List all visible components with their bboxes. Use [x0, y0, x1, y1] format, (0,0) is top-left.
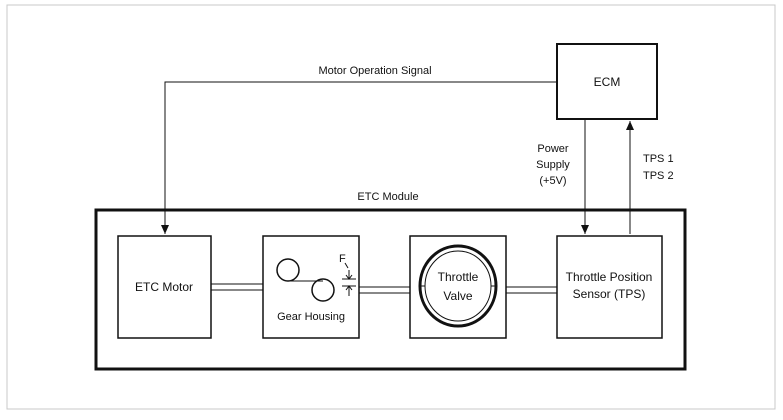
ecm-label: ECM — [594, 75, 621, 89]
etc-motor-box — [117, 235, 212, 339]
power-supply-label-line-1: Power — [537, 143, 569, 155]
motor-operation-signal-label: Motor Operation Signal — [318, 65, 431, 77]
power-supply-label-line-3: (+5V) — [539, 175, 566, 187]
motor-operation-signal-line — [161, 81, 557, 234]
gear-gap-arrow-down-icon — [345, 270, 353, 280]
etc-module-label: ETC Module — [357, 191, 418, 203]
tps-box-label-line-2: Sensor (TPS) — [573, 287, 646, 301]
throttle-valve-label-line-2: Valve — [443, 289, 472, 303]
etc-motor-label: ETC Motor — [135, 280, 193, 294]
driven-gear-icon — [311, 278, 335, 302]
throttle-bore-icon — [418, 244, 498, 328]
tps-signal-label-line-2: TPS 2 — [643, 170, 674, 182]
gear-gap-leader — [344, 262, 349, 269]
ecm-box — [556, 43, 658, 120]
gear-gap-arrow-up-icon — [345, 285, 353, 296]
drive-gear-icon — [276, 258, 300, 282]
gear-housing-label: Gear Housing — [277, 311, 345, 323]
power-supply-label-line-2: Supply — [536, 159, 570, 171]
tps-box — [556, 235, 663, 339]
tps-box-label-line-1: Throttle Position — [566, 270, 653, 284]
throttle-valve-label-line-1: Throttle — [438, 270, 479, 284]
gear-gap-label: F — [339, 253, 346, 265]
tps-signal-label-line-1: TPS 1 — [643, 153, 674, 165]
etc-module-box — [94, 208, 687, 371]
